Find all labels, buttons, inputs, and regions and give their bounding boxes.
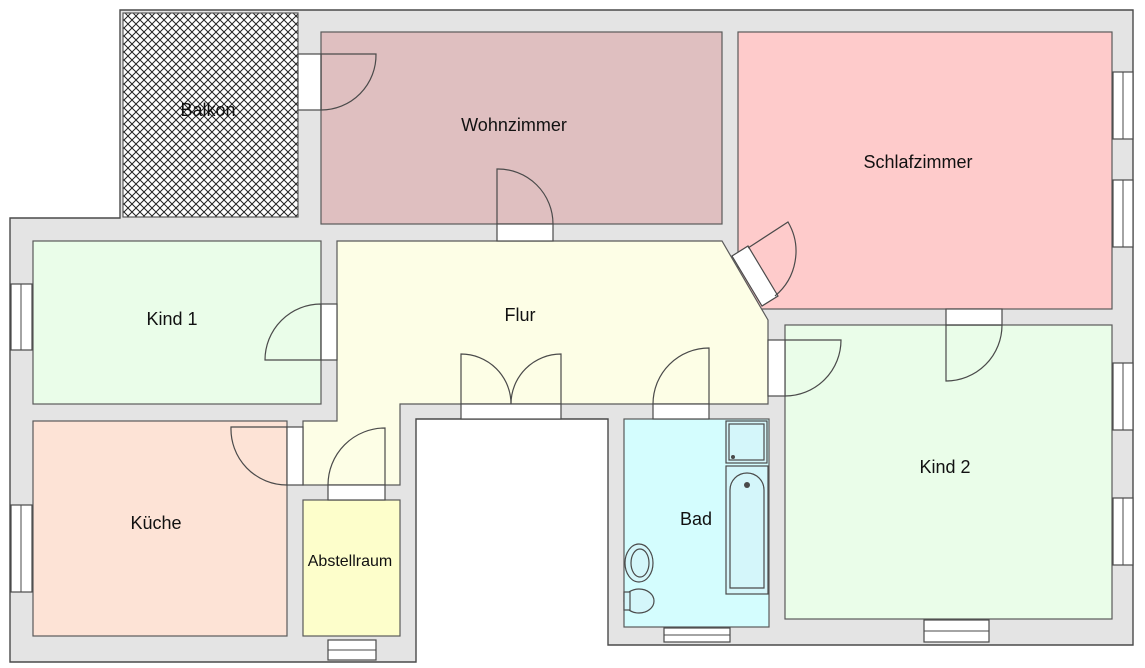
- room-labels: Balkon Wohnzimmer Schlafzimmer Kind 1 Fl…: [130, 100, 972, 570]
- kind1-floor: [32, 240, 322, 405]
- door-kueche: [286, 426, 304, 486]
- kueche-floor: [32, 420, 288, 637]
- label-kind2: Kind 2: [919, 457, 970, 477]
- balkon-room: [122, 12, 299, 218]
- label-wohnzimmer: Wohnzimmer: [461, 115, 567, 135]
- abstellraum-floor: [302, 499, 401, 637]
- label-abstellraum: Abstellraum: [308, 553, 392, 570]
- label-flur: Flur: [505, 305, 536, 325]
- door-flur-double: [460, 403, 562, 420]
- door-kind1: [320, 303, 338, 361]
- door-kind2-schlaf: [945, 308, 1003, 326]
- door-schlafzimmer: [731, 245, 779, 307]
- balkon-floor: [122, 12, 299, 218]
- shower-tray-inner: [728, 423, 765, 461]
- door-kind2-flur: [767, 339, 786, 397]
- door-bad: [652, 403, 710, 420]
- doors: [230, 53, 1003, 501]
- label-balkon: Balkon: [180, 100, 235, 120]
- label-kind1: Kind 1: [146, 309, 197, 329]
- bad-fixtures: [623, 420, 769, 614]
- flur-floor: [302, 240, 769, 486]
- kind2-floor: [784, 324, 1113, 620]
- label-kueche: Küche: [130, 513, 181, 533]
- windows: [10, 71, 1134, 661]
- door-balkon: [297, 53, 322, 111]
- label-bad: Bad: [680, 509, 712, 529]
- door-wohnzimmer: [496, 223, 554, 242]
- door-abstellraum: [327, 484, 386, 501]
- label-schlafzimmer: Schlafzimmer: [863, 152, 972, 172]
- schlafzimmer-floor: [737, 31, 1113, 310]
